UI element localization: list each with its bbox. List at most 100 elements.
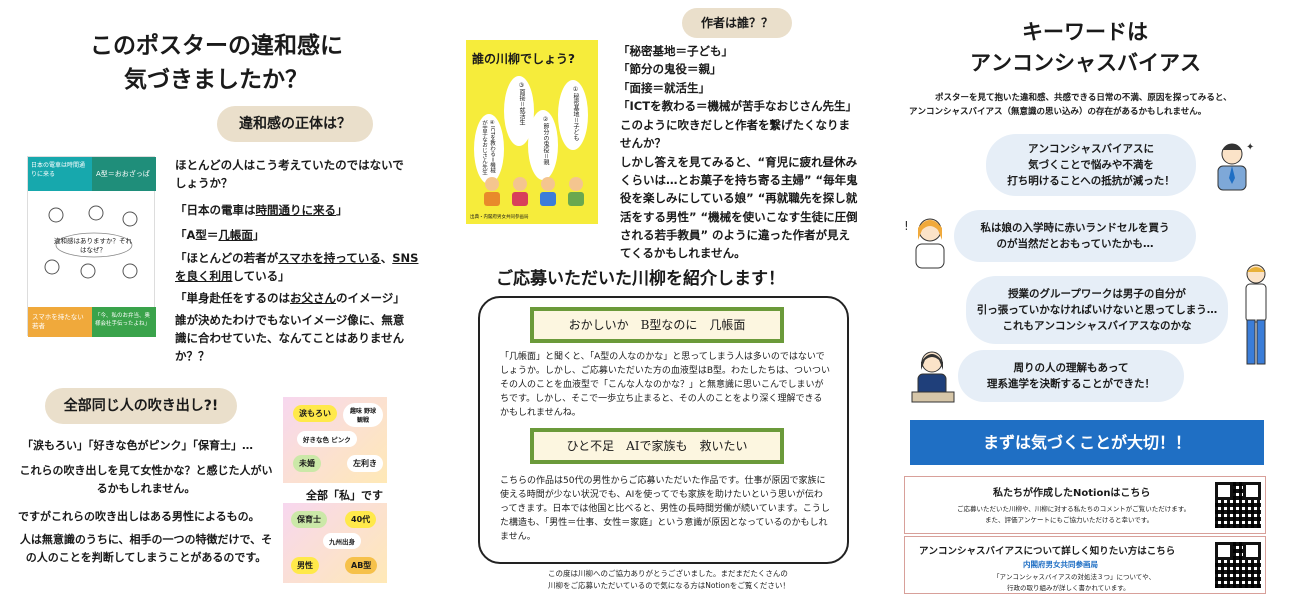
- thumb-top-right: A型＝おおざっぱ: [92, 157, 156, 191]
- senryu-2-title: ひと不足 AIで家族も 救いたい: [534, 432, 780, 460]
- senryu-heading: ご応募いただいた川柳を紹介します！: [496, 269, 785, 289]
- cabinet-box-title: アンコンシャスバイアスについて詳しく知りたい方はこちら: [919, 546, 1176, 557]
- poster-thumbnail: 日本の電車は時間通りに来る A型＝おおざっぱ 違和感はありますか？それはなぜ？ …: [27, 156, 156, 337]
- left-body-4: 人は無意識のうちに、相手の一つの特徴だけで、その人のことを判断してしまうことがあ…: [19, 533, 273, 564]
- thumb-center-text: 違和感はありますか？それはなぜ？: [54, 237, 132, 254]
- voice-bubble-4: 周りの人の理解もあって 理系進学を決断することができた！: [958, 350, 1184, 402]
- notion-box-title: 私たちが作成したNotionはこちら: [993, 488, 1151, 499]
- senryu-2-text: こちらの作品は50代の男性からご応募いただいた作品です。仕事が原因で家族に使える…: [500, 476, 830, 542]
- voice-bubble-1: アンコンシャスバイアスに 気づくことで悩みや不満を 打ち明けることへの抵抗が減っ…: [986, 134, 1196, 196]
- bubble-kyushu: 九州出身: [323, 533, 361, 549]
- author-line-2: 「節分の鬼役＝親」: [618, 62, 722, 76]
- notion-box: 私たちが作成したNotionはこちら ご応募いただいた川柳や、川柳に対する私たち…: [904, 476, 1266, 534]
- voice-bubble-2: 私は娘の入学時に赤いランドセルを買う のが当然だとおもっていたかも…: [954, 210, 1196, 262]
- poster-verse-4: ④ICTを教わる＝機械が苦手なおじさん先生: [474, 114, 504, 184]
- right-title-2: アンコンシャスバイアス: [970, 51, 1201, 75]
- quote-blood-c: 」: [252, 228, 265, 242]
- voice-2-line-1: 私は娘の入学時に赤いランドセルを買う: [980, 222, 1170, 234]
- quote-youth-c: 、: [380, 251, 393, 265]
- voice-4-line-1: 周りの人の理解もあって: [1013, 362, 1129, 374]
- bubble-ab: AB型: [345, 557, 378, 574]
- author-para-1: このように吹きだしと作者を繋げたくなりませんか？: [620, 118, 850, 150]
- quote-blood-type: 「A型＝几帳面」: [175, 227, 264, 243]
- speech-bubbles-top: 涙もろい 趣味 野球観戦 好きな色 ピンク 未婚 左利き: [283, 397, 387, 483]
- author-line-3: 「面接＝就活生」: [618, 81, 710, 95]
- quote-transfer-a: 「単身赴任をするのは: [175, 291, 290, 305]
- cabinet-box-text-1: 「アンコンシャスバイアスの対処法３つ」についてや、: [993, 573, 1156, 581]
- left-title-line1: このポスターの違和感に: [90, 33, 343, 59]
- left-title-line2: 気づきましたか？: [124, 67, 308, 93]
- quote-train-c: 」: [336, 203, 348, 217]
- quote-train-b: 時間通りに来る: [255, 203, 337, 217]
- quote-train-a: 「日本の電車は: [175, 203, 256, 217]
- notion-box-text-2: また、評価アンケートにもご協力いただけると幸いです。: [985, 516, 1154, 524]
- voice-4-line-2: 理系進学を決断することができた！: [987, 378, 1155, 390]
- voice-3-line-1: 授業のグループワークは男子の自分が: [1008, 288, 1186, 300]
- quote-youth-e: している」: [232, 269, 290, 283]
- poster-characters: [480, 174, 586, 212]
- quote-transfer: 「単身赴任をするのはお父さんのイメージ」: [175, 290, 405, 306]
- bubble-pink: 好きな色 ピンク: [297, 431, 357, 447]
- four-people-icon: [484, 177, 584, 206]
- quote-transfer-b: お父さん: [290, 291, 336, 305]
- notion-qr-code[interactable]: [1215, 482, 1261, 528]
- cabinet-box-sub: 内閣府男女共同参画局: [1023, 560, 1098, 569]
- left-para-1: ほとんどの人はこう考えていたのではないでしょうか？: [175, 158, 404, 190]
- woman-icon: !: [904, 210, 952, 274]
- cabinet-office-box: アンコンシャスバイアスについて詳しく知りたい方はこちら 内閣府男女共同参画局 「…: [904, 536, 1266, 594]
- thumb-illustration: [38, 201, 146, 291]
- quote-transfer-c: のイメージ」: [336, 291, 405, 305]
- student-boy-icon: [1236, 262, 1276, 374]
- poster-title: 誰の川柳でしょう?: [472, 52, 575, 66]
- cabinet-box-text-2: 行政の取り組みが詳しく書かれています。: [1007, 584, 1130, 592]
- bubble-unmarried: 未婚: [293, 455, 321, 472]
- bubble-lefty: 左利き: [347, 455, 383, 472]
- quote-blood-a: 「A型＝: [175, 228, 219, 242]
- left-body-3: ですがこれらの吹き出しはある男性によるもの。: [18, 510, 260, 523]
- quote-blood-b: 几帳面: [218, 228, 253, 242]
- bubble-male: 男性: [291, 557, 319, 574]
- pill-who-is-author: 作者は誰？？: [682, 8, 792, 38]
- left-body-2: これらの吹き出しを見て女性かな？と感じた人がいるかもしれません。: [19, 464, 273, 495]
- author-para-2: しかし答えを見てみると、“育児に疲れ昼休みくらいは…とお菓子を持ち寄る主婦” “…: [620, 155, 858, 261]
- bubble-nursery: 保育士: [291, 511, 327, 528]
- quote-youth-b: スマホを持っている: [278, 251, 381, 265]
- man-with-tie-icon: ✦: [1208, 138, 1258, 196]
- voice-bubble-3: 授業のグループワークは男子の自分が 引っ張っていかなければいけないと思ってしまう…: [966, 276, 1228, 344]
- thanks-line-2: 川柳をご応募いただいているので気になる方はNotionをご覧ください！: [548, 581, 790, 590]
- senryu-poster: 誰の川柳でしょう? ①秘密基地＝子ども ②節分の鬼役＝親 ③面接＝就活生 ④IC…: [466, 40, 598, 224]
- notion-box-text-1: ご応募いただいた川柳や、川柳に対する私たちのコメントがご覧いただけます。: [957, 505, 1191, 513]
- doodle-people-icon: [44, 205, 138, 279]
- voice-3-line-2: 引っ張っていかなければいけないと思ってしまう…: [976, 304, 1218, 316]
- voice-1-line-2: 気づくことで悩みや不満を: [1028, 159, 1154, 171]
- student-girl-icon: [908, 346, 958, 410]
- poster-verse-3: ③面接＝就活生: [504, 76, 534, 146]
- svg-text:✦: ✦: [1246, 142, 1254, 153]
- pill-same-person: 全部同じ人の吹き出し?!: [45, 388, 237, 424]
- voice-1-line-1: アンコンシャスバイアスに: [1028, 143, 1154, 155]
- bubble-tearful: 涙もろい: [293, 405, 337, 422]
- senryu-2-frame: ひと不足 AIで家族も 救いたい: [530, 428, 784, 464]
- left-body-1: 「涙もろい」「好きな色がピンク」「保育士」…: [22, 439, 253, 452]
- svg-text:!: !: [904, 219, 909, 233]
- pill-what-is-discomfort: 違和感の正体は？: [217, 106, 373, 142]
- senryu-1-text: 「几帳面」と聞くと、「A型の人なのかな」と思ってしまう人は多いのではないでしょう…: [500, 352, 830, 418]
- bubble-40s: 40代: [345, 511, 377, 528]
- senryu-frame: [478, 296, 849, 564]
- voice-1-line-3: 打ち明けることへの抵抗が減った！: [1007, 175, 1175, 187]
- right-intro-1: ポスターを見て抱いた違和感、共感できる日常の不満、原因を探ってみると、: [935, 93, 1232, 103]
- author-line-4: 「ICTを教わる＝機械が苦手なおじさん先生」: [618, 99, 858, 113]
- banner-awareness: まずは気づくことが大切！！: [910, 420, 1264, 465]
- right-title-1: キーワードは: [1022, 20, 1148, 44]
- quote-youth: 「ほとんどの若者がスマホを持っている、SNSを良く利用している」: [175, 249, 420, 285]
- voice-2-line-2: のが当然だとおもっていたかも…: [996, 238, 1154, 250]
- thumb-bottom-left: スマホを持たない若者: [28, 307, 92, 337]
- speech-bubbles-bottom: 保育士 40代 九州出身 男性 AB型: [283, 503, 387, 583]
- poster-footer: 出典・内閣府男女共同参画局: [470, 215, 529, 220]
- cabinet-qr-code[interactable]: [1215, 542, 1261, 588]
- left-para-2: 誰が決めたわけでもないイメージ像に、無意識に合わせていた、なんてことはありません…: [175, 313, 405, 363]
- poster-verse-1: ①秘密基地＝子ども: [558, 80, 588, 150]
- poster-verse-2: ②節分の鬼役＝親: [528, 110, 558, 180]
- author-line-1: 「秘密基地＝子ども」: [618, 44, 733, 58]
- thumb-top-left: 日本の電車は時間通りに来る: [28, 157, 92, 191]
